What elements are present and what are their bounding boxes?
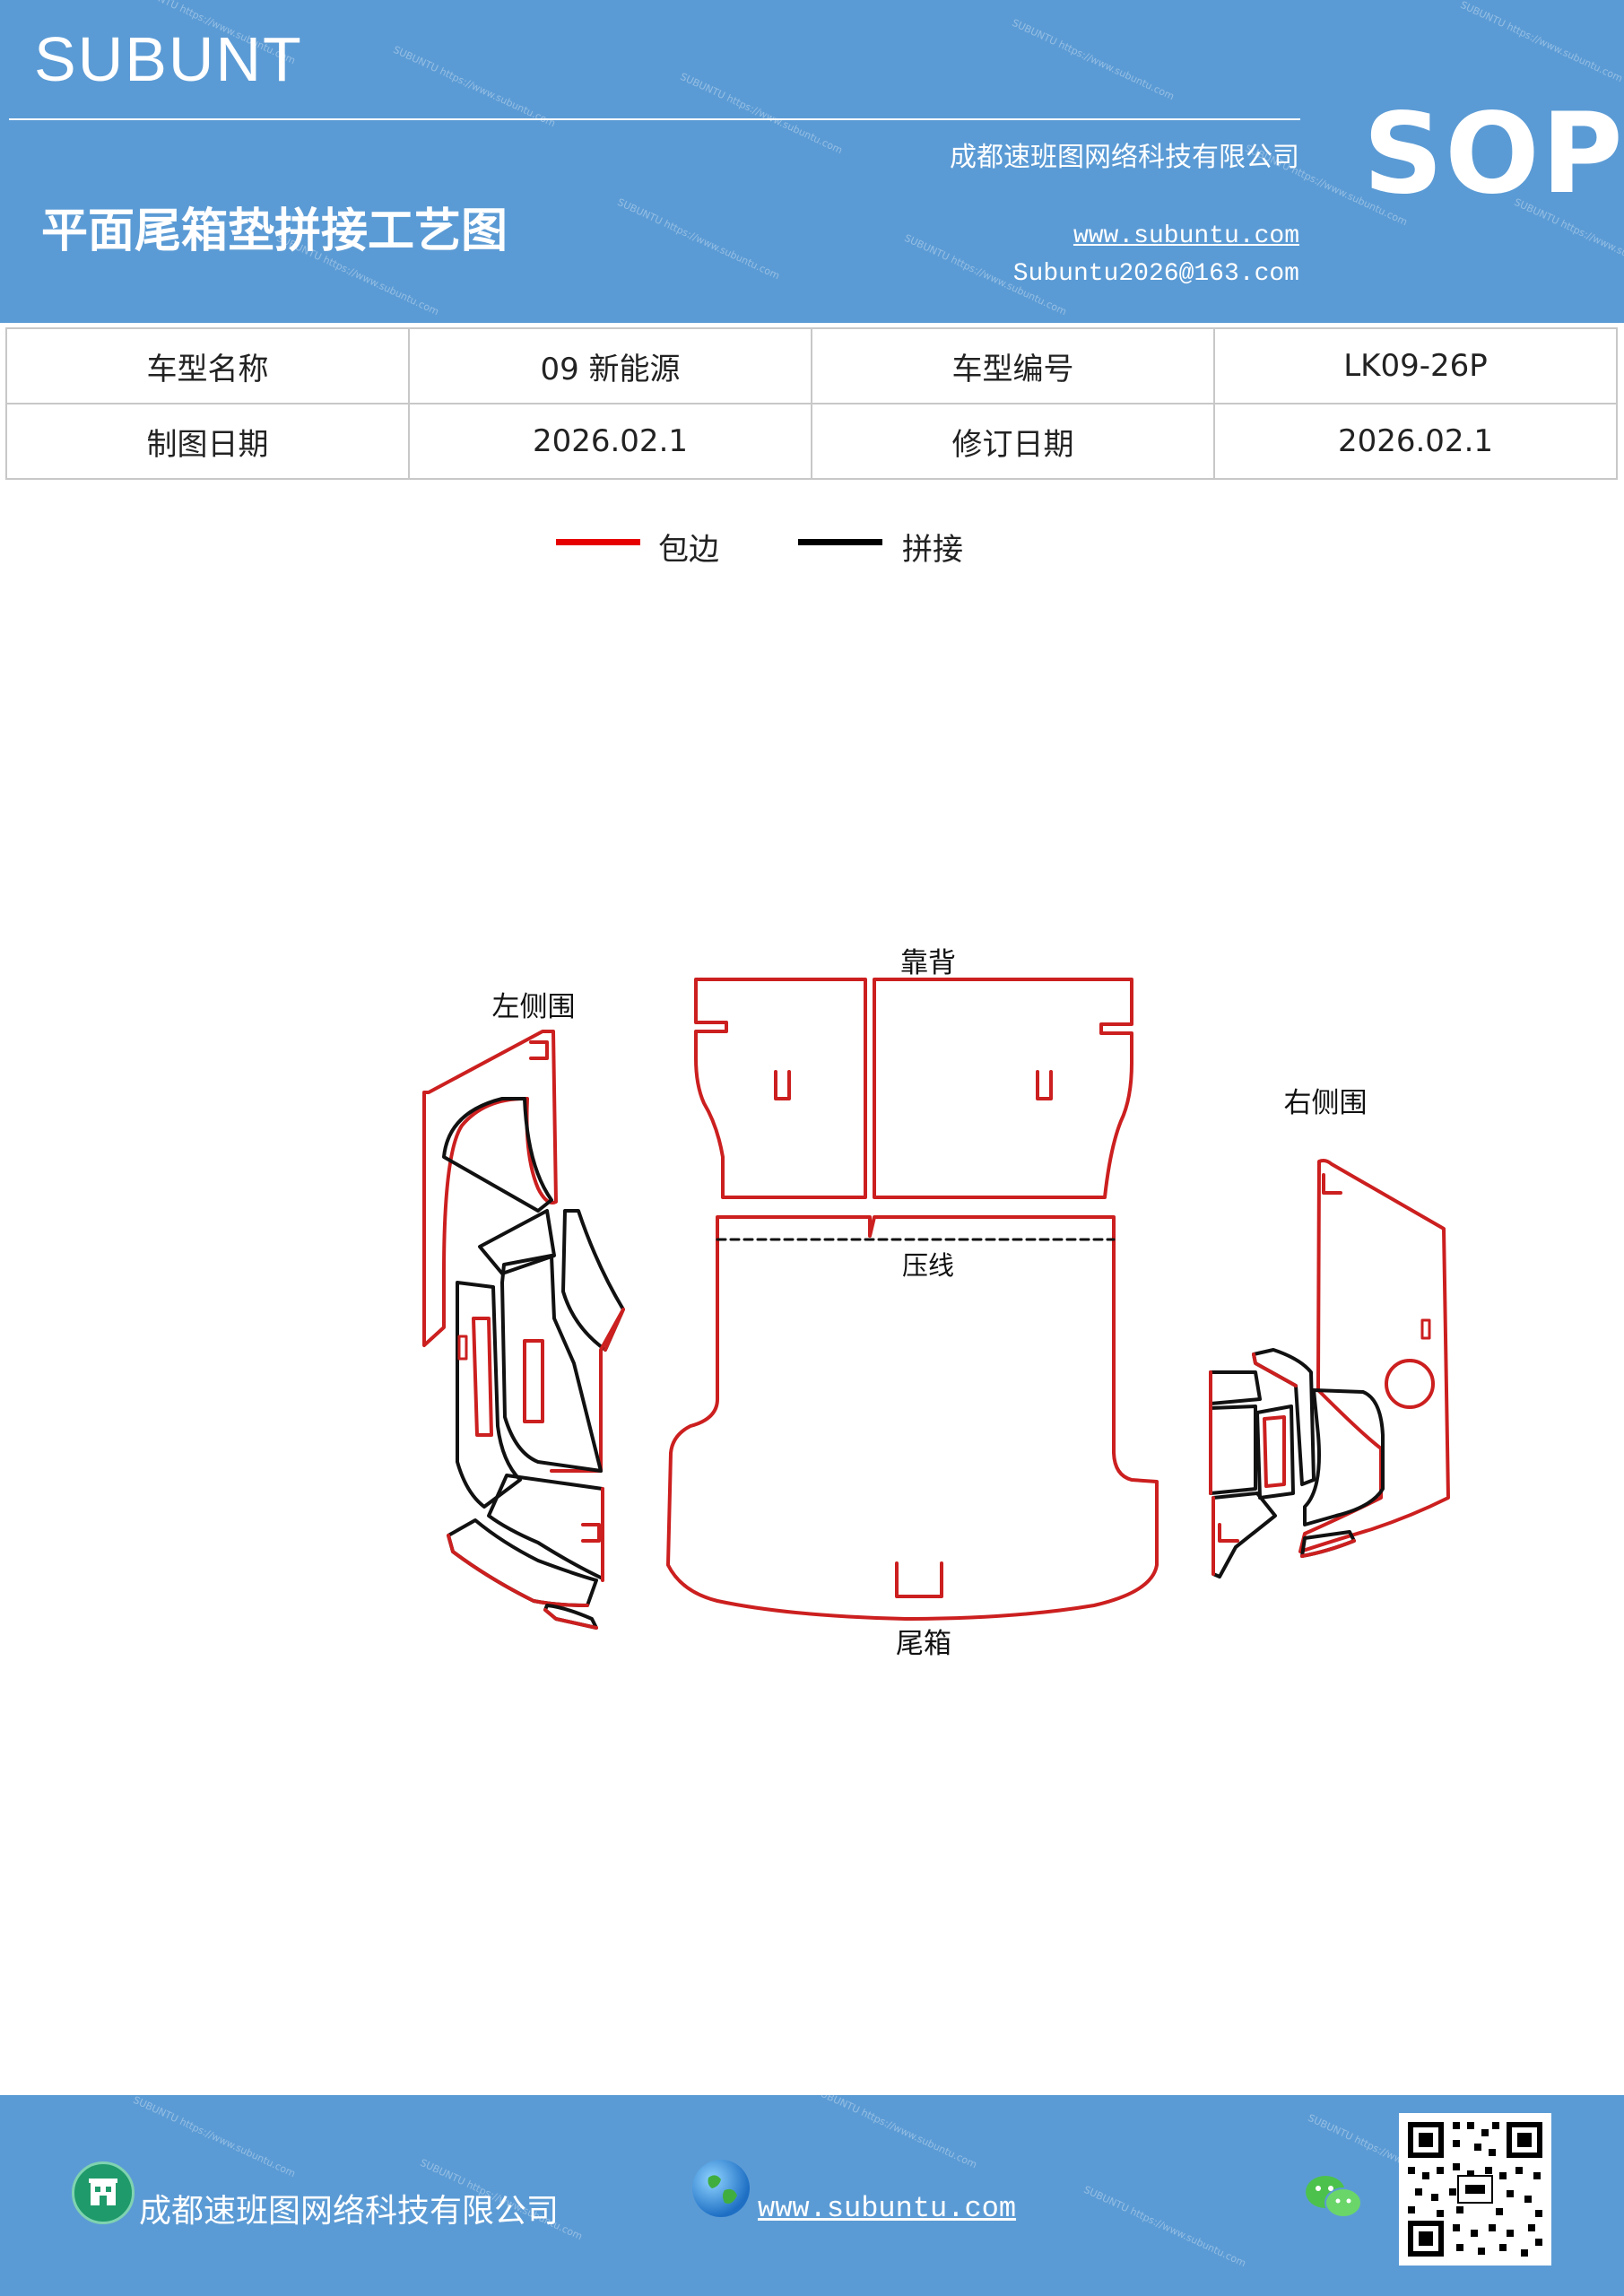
- page-title: 平面尾箱垫拼接工艺图: [41, 204, 508, 258]
- table-cell: 修订日期: [811, 403, 1215, 480]
- footer-banner: SUBUNTU https://www.subuntu.com SUBUNTU …: [0, 2095, 1624, 2296]
- header-divider: [9, 118, 1300, 120]
- trunk-floor-panel: [666, 1215, 1159, 1621]
- label-right-side: 右侧围: [1284, 1087, 1368, 1119]
- legend-label-edge: 包边: [658, 532, 719, 568]
- table-cell: 车型编号: [811, 327, 1215, 404]
- sop-badge: SOP: [1363, 90, 1624, 219]
- header-banner: SUBUNTU https://www.subuntu.com SUBUNTU …: [0, 0, 1624, 323]
- footer-company-name: 成都速班图网络科技有限公司: [139, 2193, 560, 2230]
- table-cell: 2026.02.1: [408, 403, 812, 480]
- footer-website-link[interactable]: www.subuntu.com: [758, 2192, 1017, 2225]
- label-left-side: 左侧围: [492, 991, 576, 1023]
- legend: 包边 拼接: [556, 525, 1058, 570]
- table-cell: 制图日期: [5, 403, 410, 480]
- left-side-panel: [422, 1030, 625, 1630]
- backrest-panel: [694, 978, 1133, 1199]
- trunk-mat-diagram: 左侧围 靠背 压线 尾箱 右侧围: [422, 947, 1450, 1660]
- brand-logo-text: SUBUNT: [34, 24, 303, 94]
- table-cell: 2026.02.1: [1213, 403, 1618, 480]
- building-icon: [72, 2161, 135, 2224]
- vehicle-info-table: 车型名称 09 新能源 车型编号 LK09-26P 制图日期 2026.02.1…: [5, 327, 1618, 480]
- edge-binding-swatch: [556, 539, 640, 545]
- table-cell: 车型名称: [5, 327, 410, 404]
- label-backrest: 靠背: [900, 947, 956, 979]
- splice-swatch: [798, 539, 882, 545]
- table-cell: LK09-26P: [1213, 327, 1618, 404]
- globe-icon: [692, 2160, 750, 2217]
- company-name: 成都速班图网络科技有限公司: [950, 142, 1299, 173]
- website-link[interactable]: www.subuntu.com: [1073, 222, 1299, 250]
- right-side-panel: [1209, 1159, 1450, 1578]
- table-row: 车型名称 09 新能源 车型编号 LK09-26P: [5, 327, 1618, 404]
- label-crease-line: 压线: [902, 1250, 954, 1281]
- table-row: 制图日期 2026.02.1 修订日期 2026.02.1: [5, 403, 1618, 480]
- wechat-icon[interactable]: [1302, 2170, 1365, 2224]
- legend-label-splice: 拼接: [902, 532, 963, 568]
- qr-code-icon[interactable]: [1399, 2113, 1551, 2266]
- table-cell: 09 新能源: [408, 327, 812, 404]
- contact-email[interactable]: Subuntu2026@163.com: [1012, 260, 1299, 288]
- label-trunk: 尾箱: [896, 1628, 951, 1660]
